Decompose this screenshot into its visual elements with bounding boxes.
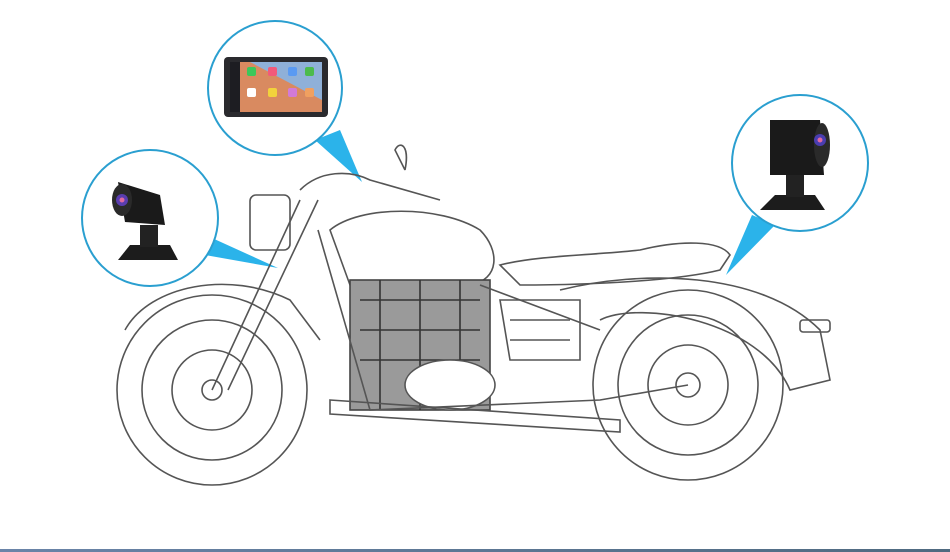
- rear-camera-pointer: [726, 215, 775, 275]
- front-camera-icon: [112, 182, 178, 260]
- display-screen-icon: [224, 57, 328, 117]
- front-camera-pointer: [205, 238, 278, 268]
- display-callout: [207, 20, 343, 156]
- rear-camera-callout: [731, 94, 869, 232]
- bottom-border: [0, 549, 950, 552]
- display-pointer: [315, 130, 362, 182]
- motorcycle-outline: [116, 144, 831, 486]
- front-camera-callout: [81, 149, 219, 287]
- rear-camera-icon: [760, 120, 830, 210]
